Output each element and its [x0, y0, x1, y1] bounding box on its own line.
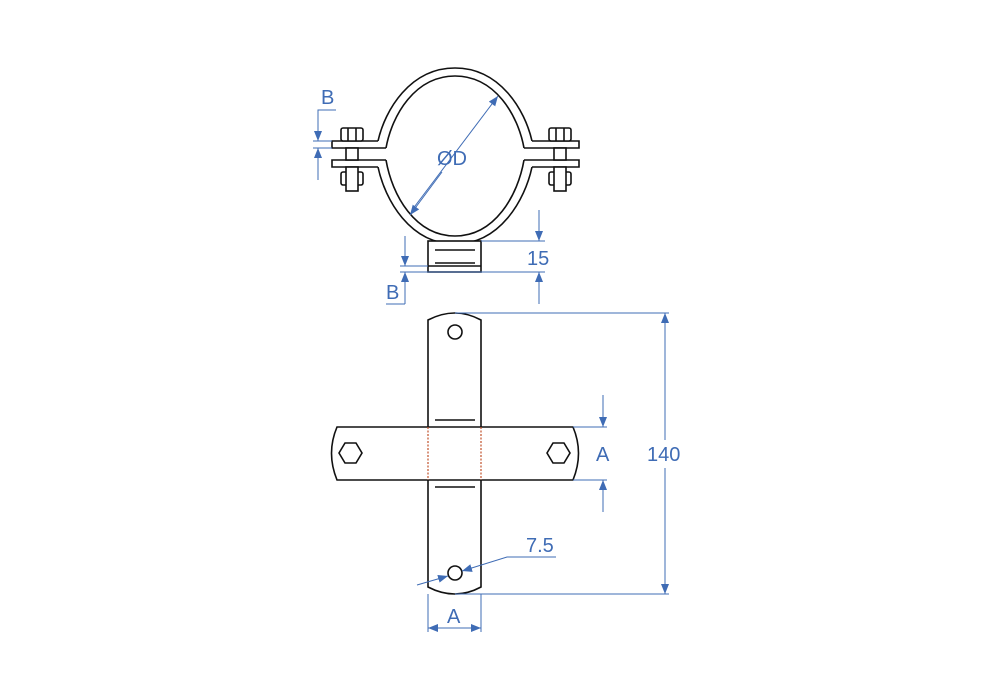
clamp-inner — [385, 75, 525, 149]
hole-top — [447, 324, 463, 340]
diameter-dim-upper — [411, 95, 499, 211]
clamp-lower-outer — [377, 166, 533, 245]
clamp-outer — [377, 67, 533, 142]
horizontal-strap — [330, 426, 580, 481]
strap-width-bottom-label: A — [447, 606, 461, 628]
base-height-label: 15 — [527, 248, 549, 270]
bolt-left — [340, 127, 364, 192]
diameter-dim-lower — [409, 171, 443, 216]
clamp-lower-inner — [385, 159, 525, 237]
length-label: 140 — [647, 444, 680, 466]
strap-width-side-label: A — [596, 444, 610, 466]
top-view: ØD B 15 B — [313, 67, 580, 305]
base-gap-label: B — [386, 282, 399, 304]
bolt-right — [548, 127, 572, 192]
hole-bottom — [447, 565, 463, 581]
hole-diameter-label: 7.5 — [526, 535, 554, 557]
hex-nut-right — [546, 442, 571, 464]
bottom-view: A 140 7.5 A — [330, 312, 680, 632]
base-block — [427, 240, 482, 273]
diameter-label: ØD — [437, 148, 467, 170]
hex-nut-left — [338, 442, 363, 464]
flange-gap-label: B — [321, 87, 334, 109]
